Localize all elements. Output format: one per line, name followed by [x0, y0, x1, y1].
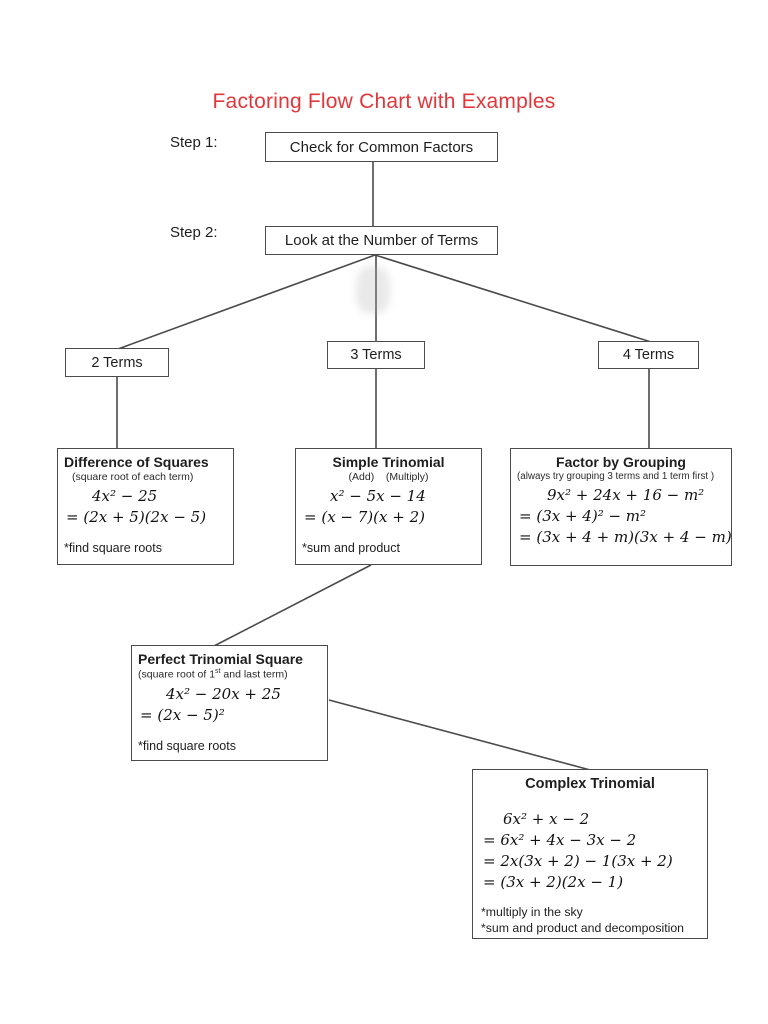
branch-4-terms-label: 4 Terms	[622, 347, 675, 363]
branch-2-terms-label: 2 Terms	[91, 354, 143, 371]
branch-3-terms-label: 3 Terms	[350, 347, 402, 363]
node-note: *sum and product and decomposition	[481, 920, 685, 935]
connector-pts-ct	[328, 699, 595, 772]
node-perfect-trinomial-square: Perfect Trinomial Square (square root of…	[131, 645, 328, 761]
connector-step2-4terms	[374, 254, 652, 343]
node-subtitle: (square root of 1st and last term)	[138, 668, 321, 681]
page-title: Factoring Flow Chart with Examples	[212, 90, 556, 113]
node-title: Difference of Squares	[64, 454, 209, 470]
branch-4-terms: 4 Terms	[598, 341, 699, 369]
step-1-box-label: Check for Common Factors	[289, 138, 474, 156]
step-2-box: Look at the Number of Terms	[265, 226, 498, 255]
connector-step2-2terms	[117, 254, 376, 350]
subtitle-prefix: (square root of 1	[138, 668, 216, 681]
node-complex-trinomial: Complex Trinomial 6x² + x − 2 = 6x² + 4x…	[472, 769, 708, 939]
branch-2-terms: 2 Terms	[65, 348, 169, 377]
connector-st-pts	[213, 564, 372, 647]
math-line: 9x² + 24x + 16 − m²	[547, 486, 705, 505]
spacer	[481, 793, 699, 806]
node-title: Simple Trinomial	[332, 454, 445, 470]
node-subtitle: (always try grouping 3 terms and 1 term …	[517, 471, 715, 483]
node-note: *sum and product	[302, 541, 400, 556]
math-line: 4x² − 25	[92, 487, 158, 506]
step-1-box: Check for Common Factors	[265, 132, 498, 162]
math-line: = 2x(3x + 2) − 1(3x + 2)	[483, 851, 673, 870]
math-line: = (3x + 4)² − m²	[519, 507, 647, 526]
math-line: 4x² − 20x + 25	[166, 684, 281, 703]
node-subtitle: (Add) (Multiply)	[348, 471, 429, 484]
math-line: = (3x + 4 + m)(3x + 4 − m)	[519, 528, 732, 547]
math-line: 6x² + x − 2	[503, 809, 590, 828]
node-title: Complex Trinomial	[525, 776, 655, 792]
math-line: = (x − 7)(x + 2)	[304, 508, 425, 527]
node-note: *find square roots	[138, 738, 236, 753]
branch-3-terms: 3 Terms	[327, 341, 425, 369]
node-difference-of-squares: Difference of Squares (square root of ea…	[57, 448, 234, 565]
node-factor-by-grouping: Factor by Grouping (always try grouping …	[510, 448, 732, 566]
step-2-label: Step 2:	[170, 224, 218, 241]
math-line: x² − 5x − 14	[330, 487, 426, 506]
node-subtitle: (square root of each term)	[72, 471, 194, 484]
subtitle-suffix: and last term)	[220, 668, 288, 681]
step-1-label: Step 1:	[170, 134, 218, 151]
math-line: = (2x − 5)²	[140, 705, 225, 724]
subtitle-superscript: st	[215, 668, 221, 676]
node-title: Perfect Trinomial Square	[138, 651, 303, 667]
step-2-box-label: Look at the Number of Terms	[284, 232, 479, 249]
math-line: = 6x² + 4x − 3x − 2	[483, 830, 637, 849]
smudge-artifact	[356, 266, 390, 314]
math-line: = (2x + 5)(2x − 5)	[66, 508, 207, 527]
node-title: Factor by Grouping	[556, 454, 686, 470]
node-note: *find square roots	[64, 541, 162, 556]
node-notes: *multiply in the sky *sum and product an…	[481, 905, 699, 937]
node-simple-trinomial: Simple Trinomial (Add) (Multiply) x² − 5…	[295, 448, 482, 565]
node-note: *multiply in the sky	[481, 904, 583, 919]
math-line: = (3x + 2)(2x − 1)	[483, 872, 624, 891]
